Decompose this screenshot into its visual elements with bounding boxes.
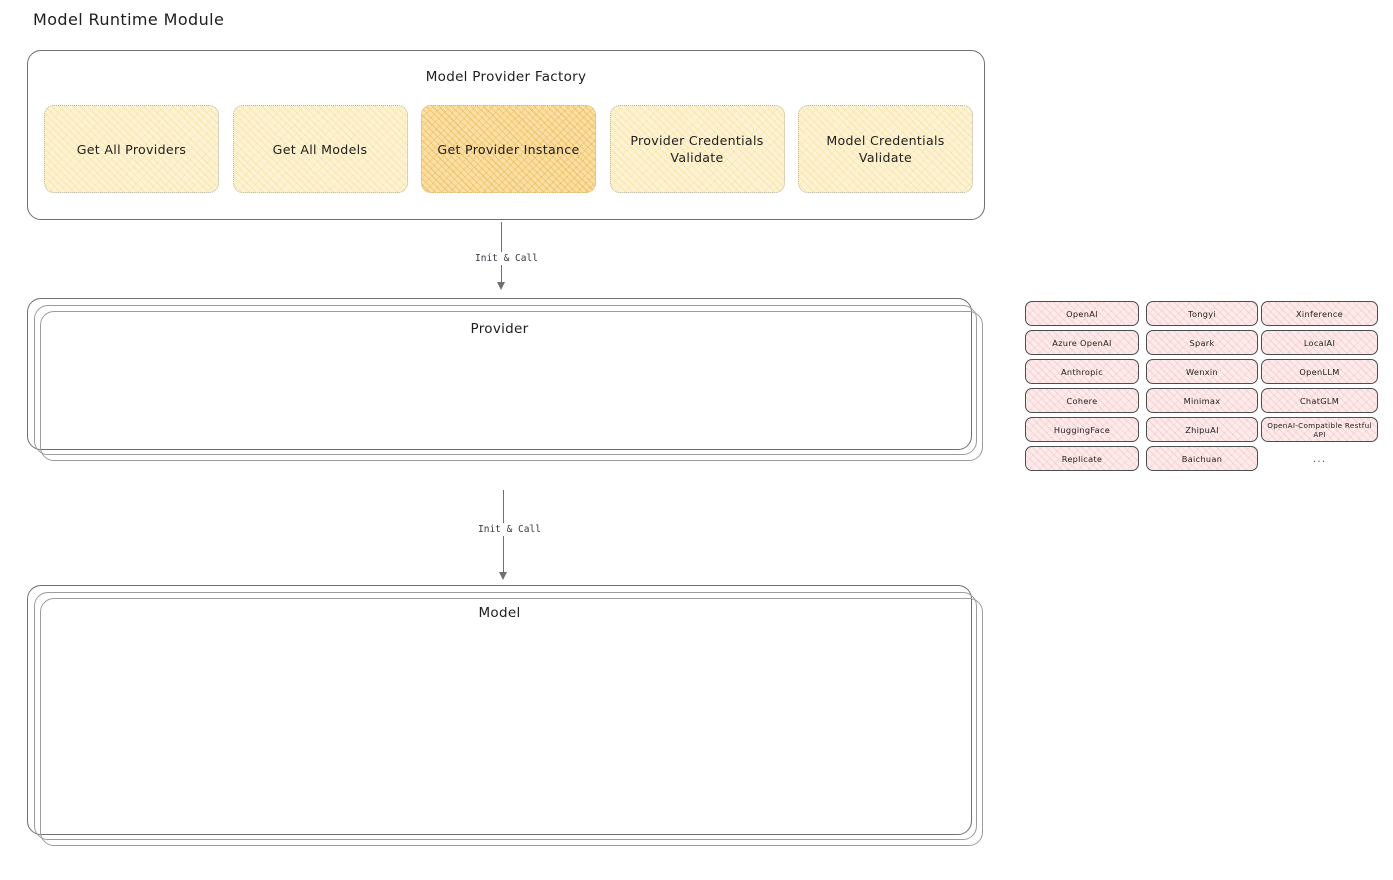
factory-box-0[interactable]: Get All Providers <box>44 105 219 193</box>
provider-list-more: ... <box>1312 452 1327 465</box>
provider-chip-1-0[interactable]: Tongyi <box>1146 301 1258 326</box>
provider-chip-0-3[interactable]: Cohere <box>1025 388 1139 413</box>
factory-box-1[interactable]: Get All Models <box>232 105 408 193</box>
provider-chip-2-0[interactable]: Xinference <box>1261 301 1378 326</box>
provider-chip-0-1[interactable]: Azure OpenAI <box>1025 330 1139 355</box>
provider-title: Provider <box>470 321 529 337</box>
provider-chip-1-4[interactable]: ZhipuAI <box>1146 417 1258 442</box>
provider-container: Provider <box>27 298 983 461</box>
provider-chip-2-2[interactable]: OpenLLM <box>1261 359 1378 384</box>
page-title: Model Runtime Module <box>33 10 225 29</box>
provider-chip-2-3[interactable]: ChatGLM <box>1261 388 1378 413</box>
arrow-2-label: Init & Call <box>474 523 545 536</box>
model-provider-factory-title: Model Provider Factory <box>425 69 587 85</box>
provider-chip-0-0[interactable]: OpenAI <box>1025 301 1139 326</box>
provider-chip-0-5[interactable]: Replicate <box>1025 446 1139 471</box>
model-title: Model <box>478 605 521 621</box>
provider-chip-1-5[interactable]: Baichuan <box>1146 446 1258 471</box>
arrow-1-label: Init & Call <box>471 252 542 265</box>
model-container: Model <box>27 585 983 846</box>
provider-chip-2-1[interactable]: LocalAI <box>1261 330 1378 355</box>
provider-chip-1-1[interactable]: Spark <box>1146 330 1258 355</box>
provider-chip-2-4[interactable]: OpenAI-Compatible Restful API <box>1261 417 1378 442</box>
arrow-1-head <box>497 282 505 290</box>
factory-box-2[interactable]: Get Provider Instance <box>421 105 596 193</box>
arrow-2-head <box>499 572 507 580</box>
provider-chip-1-2[interactable]: Wenxin <box>1146 359 1258 384</box>
factory-box-3[interactable]: Provider Credentials Validate <box>609 105 785 193</box>
provider-chip-1-3[interactable]: Minimax <box>1146 388 1258 413</box>
provider-chip-0-2[interactable]: Anthropic <box>1025 359 1139 384</box>
factory-box-4[interactable]: Model Credentials Validate <box>798 105 973 193</box>
provider-chip-0-4[interactable]: HuggingFace <box>1025 417 1139 442</box>
